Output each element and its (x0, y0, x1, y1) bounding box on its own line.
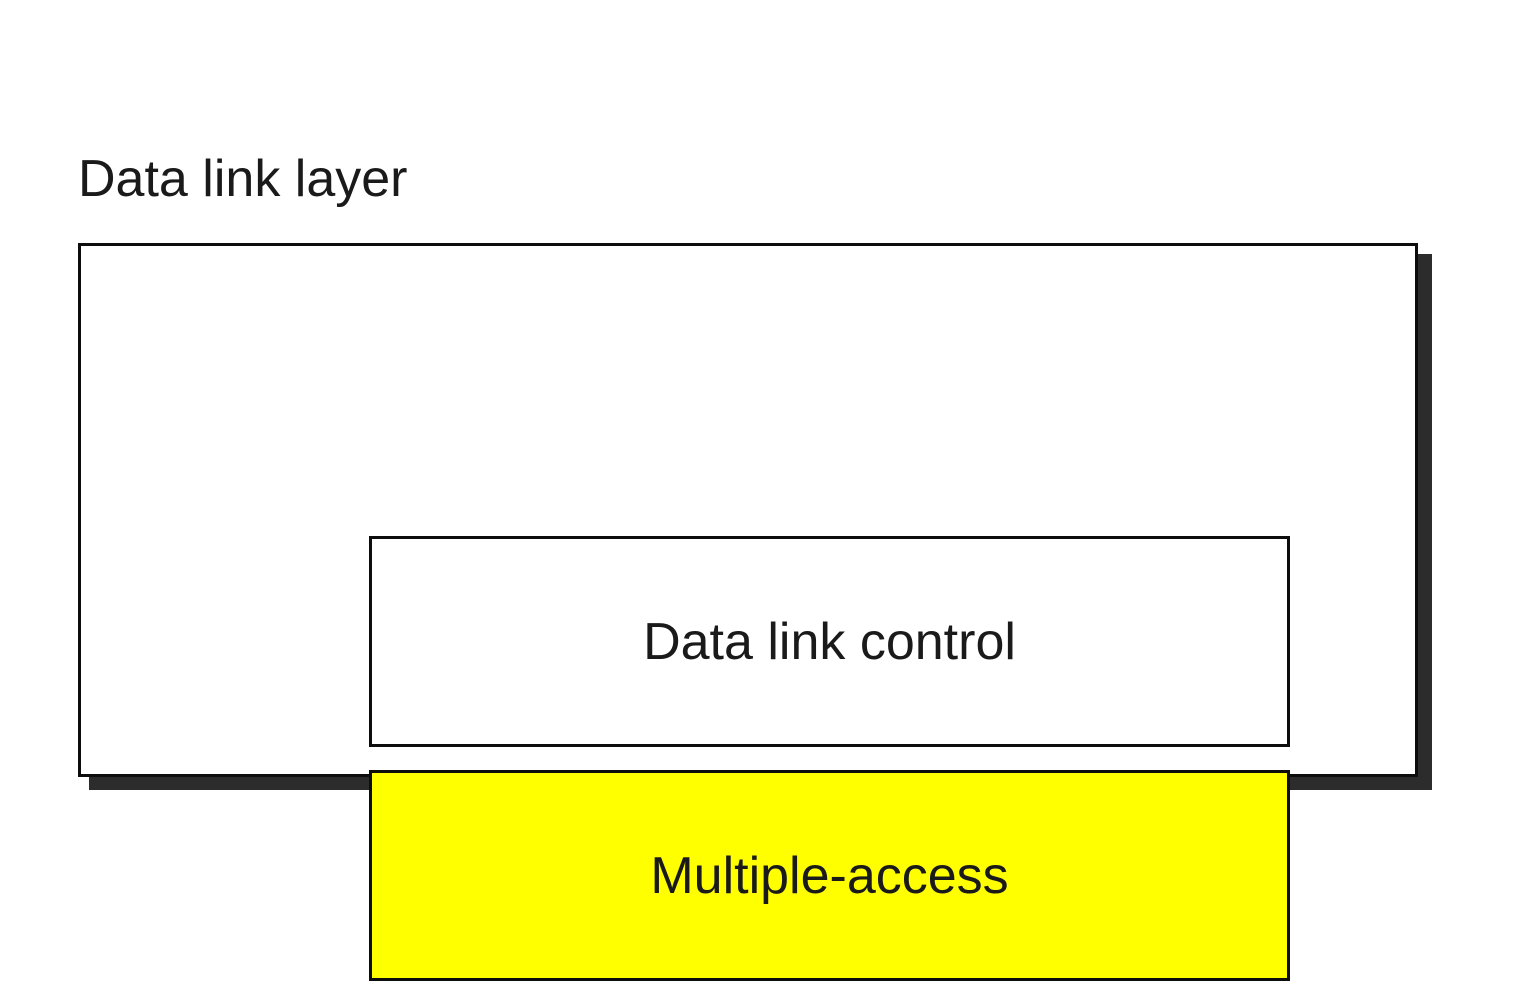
sublayer-label-data-link-control: Data link control (643, 612, 1016, 671)
data-link-layer-box: Data link control Multiple-access (78, 243, 1418, 981)
page-title: Data link layer (78, 150, 408, 208)
sublayer-multiple-access: Multiple-access (369, 770, 1290, 981)
sublayer-label-multiple-access: Multiple-access (650, 846, 1009, 905)
sublayer-data-link-control: Data link control (369, 536, 1290, 747)
